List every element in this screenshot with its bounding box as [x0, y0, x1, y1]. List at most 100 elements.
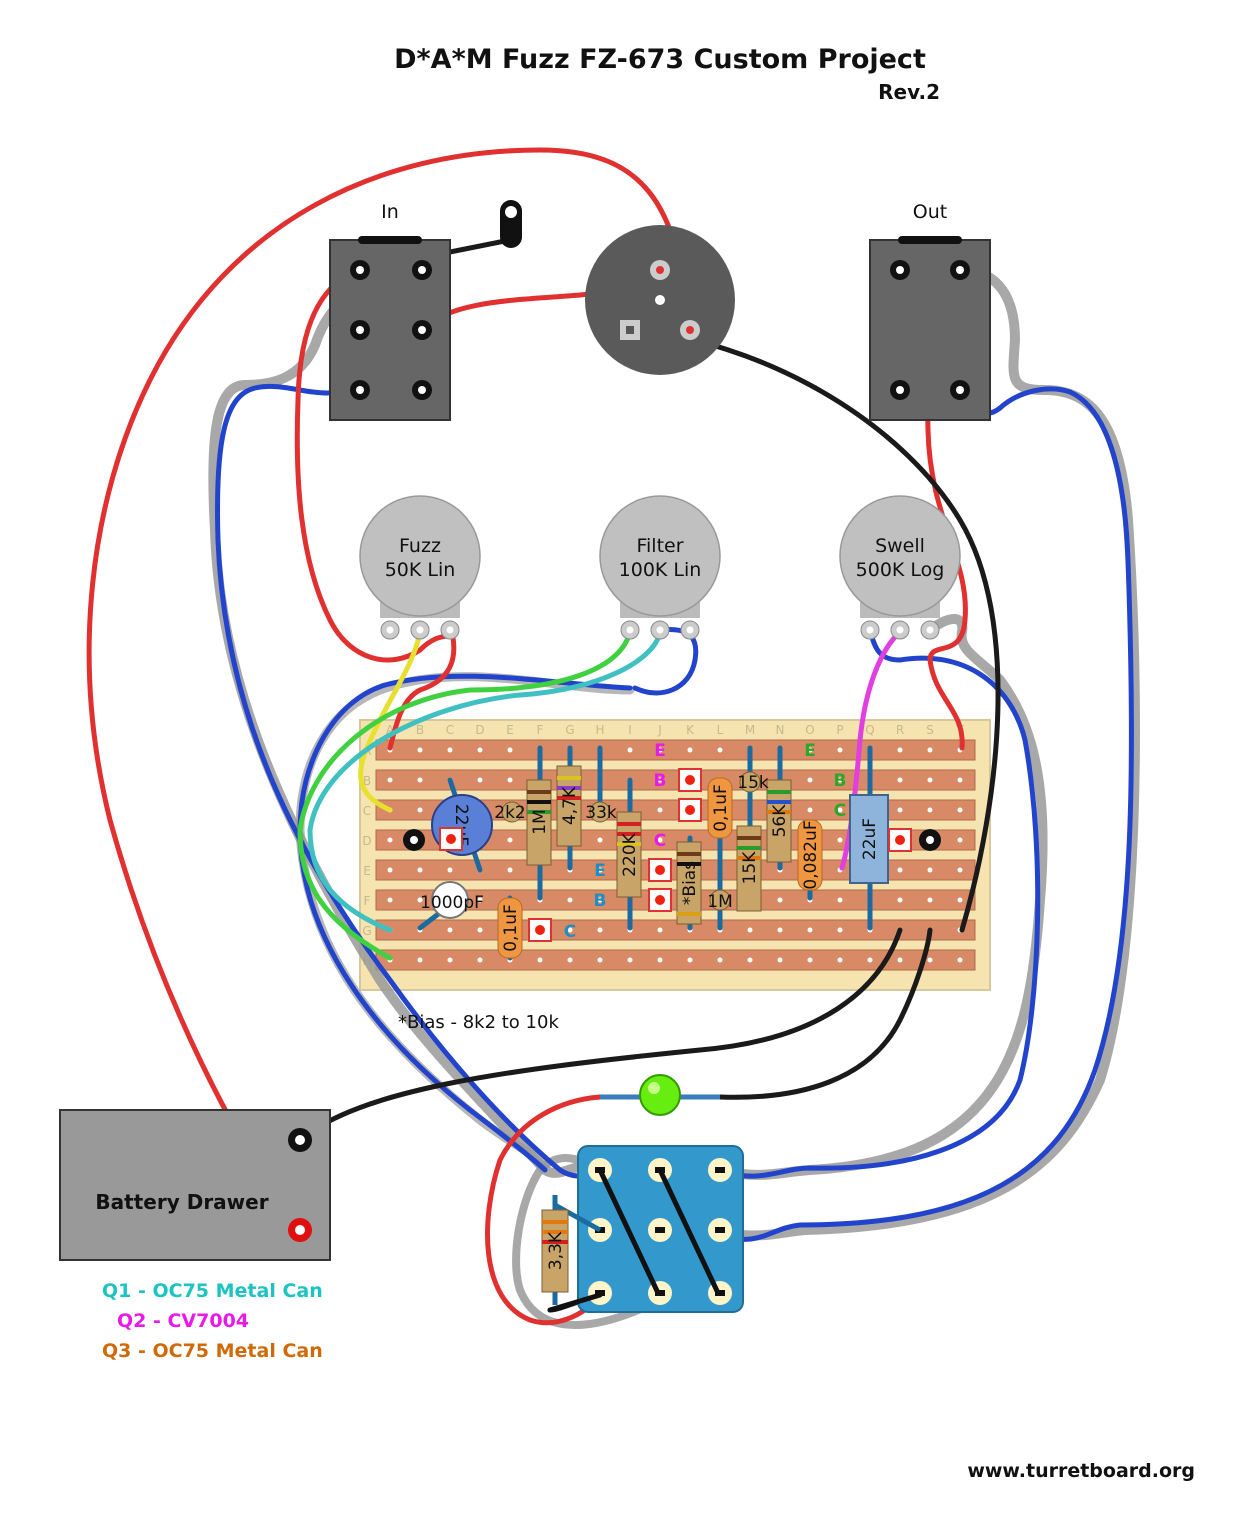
wires: [86, 147, 1140, 1329]
pot-value-label: 100K Lin: [619, 559, 702, 581]
column-label: E: [506, 723, 514, 737]
label-4_7K: 4,7K: [560, 786, 580, 825]
column-label: O: [805, 723, 814, 737]
blue-wire-output: [717, 386, 1135, 1242]
column-label: N: [776, 723, 785, 737]
resistor-33k: 33k: [585, 801, 617, 823]
label-33k: 33k: [585, 803, 617, 823]
q1-collector-label: C: [564, 922, 576, 942]
battery-label: Battery Drawer: [95, 1190, 268, 1214]
row-label: C: [363, 804, 371, 818]
pot-name-label: Filter: [636, 535, 683, 557]
pot-value-label: 500K Log: [856, 559, 945, 581]
row-label: D: [362, 834, 371, 848]
resistor-bias: *Bias: [676, 841, 702, 925]
resistor-220K: 220K: [616, 811, 642, 898]
grey-wire-ground: [512, 1154, 664, 1329]
label-0_1uF-a: 0,1uF: [501, 904, 521, 952]
magenta-wire-swell: [839, 629, 903, 871]
resistor-4_7K: 4,7K: [556, 765, 582, 847]
blue-wire-swell: [717, 627, 1041, 1179]
blue-wire-pot-filter: [632, 627, 699, 696]
column-label: H: [595, 723, 604, 737]
resistor-15K: 15K: [736, 825, 762, 912]
column-label: Q: [865, 723, 874, 737]
input-jack-label: In: [381, 201, 399, 223]
copper-strip: [375, 769, 976, 791]
battery-drawer: Battery Drawer: [59, 1109, 331, 1261]
cyan-wire-filter: [307, 629, 663, 933]
label-bias: *Bias: [680, 861, 700, 905]
dc-power-jack: [585, 225, 735, 375]
black-wire-led: [717, 927, 933, 1100]
q3-base-label: B: [834, 771, 847, 791]
q2-emitter-label: E: [654, 741, 666, 761]
revision-label: Rev.2: [878, 80, 940, 104]
cap-1000pF: 1000pF: [420, 881, 484, 919]
column-label: P: [836, 723, 843, 737]
label-56K: 56K: [770, 804, 790, 838]
row-label: B: [363, 774, 371, 788]
label-0_082uF: 0,082uF: [801, 820, 821, 889]
column-label: K: [686, 723, 695, 737]
black-wire-dc: [627, 327, 1001, 933]
pot-value-label: 50K Lin: [385, 559, 456, 581]
row-label: G: [362, 924, 371, 938]
jack-connector-plug: [500, 200, 522, 248]
cap-22uF-tantalum: 22uF: [849, 794, 889, 884]
copper-strip: [375, 799, 976, 821]
grey-wire-output: [715, 265, 1140, 1241]
website-link[interactable]: www.turretboard.org: [967, 1460, 1195, 1482]
page-title: D*A*M Fuzz FZ-673 Custom Project: [394, 44, 926, 75]
footswitch-3pdt: [547, 1145, 744, 1313]
q1-base-label: B: [594, 891, 607, 911]
output-jack-label: Out: [913, 201, 947, 223]
column-label: J: [657, 723, 662, 737]
label-15K: 15K: [740, 851, 760, 885]
column-label: C: [446, 723, 454, 737]
column-label: B: [416, 723, 424, 737]
cap-0_1uF-b: 0,1uF: [707, 777, 733, 839]
label-0_1uF-b: 0,1uF: [711, 784, 731, 832]
resistor-3_3K: 3,3K: [541, 1195, 602, 1305]
column-label: M: [745, 723, 755, 737]
label-1M-a: 1M: [530, 809, 550, 834]
pot-name-label: Fuzz: [399, 535, 441, 557]
resistor-15k-upright: 15k: [737, 771, 769, 793]
cap-0_1uF-a: 0,1uF: [497, 897, 523, 959]
pot-name-label: Swell: [875, 535, 925, 557]
column-label: A: [386, 723, 395, 737]
green-wire-filter: [297, 629, 633, 961]
label-15k: 15k: [737, 773, 769, 793]
output-jack: Out: [869, 201, 991, 421]
copper-strip: [375, 889, 976, 911]
red-wire-jack-input: [294, 267, 455, 663]
q1-emitter-label: E: [594, 861, 606, 881]
column-label: R: [896, 723, 904, 737]
q2-base-label: B: [654, 771, 667, 791]
q3-collector-label: C: [834, 801, 846, 821]
red-wire-battery: [86, 147, 691, 1233]
resistor-1M-b: 1M: [707, 889, 733, 912]
q2-collector-label: C: [654, 831, 666, 851]
legend-q3: Q3 - OC75 Metal Can: [102, 1340, 323, 1362]
black-wire-battery: [297, 927, 903, 1143]
red-wire-fuzz-board: [387, 629, 457, 751]
bias-note: *Bias - 8k2 to 10k: [398, 1012, 559, 1033]
cap-0_082uF: 0,082uF: [797, 819, 823, 891]
label-220K: 220K: [620, 832, 640, 876]
column-label: L: [717, 723, 724, 737]
transistor-pads: [439, 768, 912, 942]
copper-strip: [375, 829, 976, 851]
resistor-2k2: 2k2: [494, 801, 526, 823]
label-2k2: 2k2: [494, 803, 525, 823]
column-label: D: [475, 723, 484, 737]
column-label: G: [565, 723, 574, 737]
input-jack: In: [329, 201, 451, 421]
